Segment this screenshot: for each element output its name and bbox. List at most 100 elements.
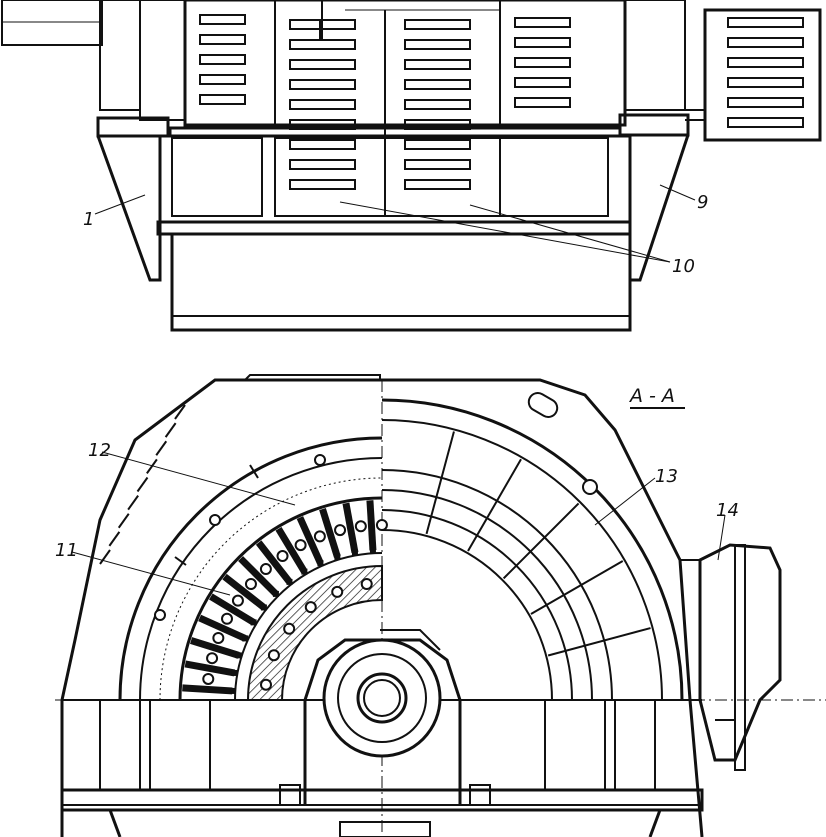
section-view-a-a — [55, 374, 826, 837]
slot-wedge — [235, 652, 242, 659]
slot-wedge — [334, 553, 341, 560]
stator-slot — [222, 573, 267, 611]
stator-core — [178, 496, 388, 701]
slot-bolt — [206, 652, 219, 665]
shaft-left — [1, 0, 186, 121]
casing-right-arcs — [381, 392, 684, 701]
slot-bolt — [202, 672, 215, 685]
cooling-fin — [146, 458, 158, 474]
vent-slot — [404, 39, 471, 50]
vent-slots-center-a — [289, 19, 356, 190]
rim-bolt — [267, 649, 280, 662]
stator-slot — [198, 614, 247, 642]
cooling-fin — [136, 476, 149, 493]
vent-slot — [404, 179, 471, 190]
slot-bolt — [276, 550, 289, 563]
callout-1: 1 — [83, 209, 94, 230]
slot-bolt — [354, 520, 367, 533]
slot-wedge — [242, 635, 249, 642]
callout-10: 10 — [672, 256, 695, 277]
base-frame — [60, 699, 704, 837]
top-elevation-view — [1, 0, 822, 332]
leaders-top — [94, 184, 696, 263]
slot-wedge — [317, 560, 324, 567]
cooling-fin — [127, 495, 139, 511]
stator-slot — [209, 593, 256, 626]
frame-rib — [467, 458, 522, 552]
callout-12: 12 — [88, 440, 111, 461]
vent-slot — [404, 159, 471, 170]
vent-slot — [727, 77, 804, 88]
leaders-section — [71, 407, 726, 596]
slot-bolt — [294, 539, 307, 552]
vent-slot — [727, 37, 804, 48]
cooling-fin — [117, 513, 130, 529]
cooling-fin — [99, 549, 111, 565]
stator-slot — [275, 527, 308, 574]
rim-bolt — [260, 678, 273, 691]
slot-wedge — [250, 619, 257, 626]
terminal-box — [680, 543, 782, 771]
vent-slot — [727, 117, 804, 128]
slot-bolt — [375, 519, 388, 531]
vent-slots-right — [514, 17, 571, 108]
callout-9: 9 — [697, 192, 708, 213]
vent-slot — [404, 19, 471, 30]
casing-left-arcs — [118, 436, 383, 701]
slot-bolt — [221, 612, 234, 625]
vent-slot — [514, 57, 571, 68]
vent-slot — [404, 59, 471, 70]
slot-wedge — [231, 669, 238, 676]
cooling-fin — [108, 531, 121, 547]
slot-wedge — [369, 547, 376, 554]
frame-rib — [547, 627, 651, 657]
vent-slot — [199, 74, 246, 85]
slot-wedge — [229, 687, 236, 694]
outer-frame — [55, 374, 826, 837]
vent-slot — [514, 77, 571, 88]
rotor-rim — [246, 564, 383, 701]
rim-bolt — [331, 585, 344, 598]
vent-slot — [727, 57, 804, 68]
slot-wedge — [286, 578, 293, 585]
slot-bolt — [334, 524, 347, 537]
slot-wedge — [301, 568, 308, 575]
callout-13: 13 — [655, 466, 678, 487]
cooling-fin — [155, 440, 168, 456]
slot-wedge — [260, 604, 267, 611]
vent-slot — [199, 14, 246, 25]
vent-slot — [514, 17, 571, 28]
stator-slot — [319, 508, 341, 558]
stator-slot — [182, 684, 233, 695]
vent-slot — [289, 179, 356, 190]
vent-slot — [199, 34, 246, 45]
vent-slots-center-b — [404, 19, 471, 190]
slot-wedge — [351, 549, 358, 556]
frame-rib — [425, 431, 455, 535]
vent-slot — [289, 139, 356, 150]
vent-slot — [404, 99, 471, 110]
vent-slot — [727, 17, 804, 28]
stator-slot — [190, 637, 240, 659]
vent-slot — [289, 99, 356, 110]
stator-slot — [184, 660, 236, 677]
frame-rib — [530, 560, 624, 615]
slot-bolt — [259, 563, 272, 576]
vent-slot — [199, 94, 246, 105]
callout-11: 11 — [55, 540, 78, 561]
vent-slot — [514, 97, 571, 108]
rim-bolt — [360, 578, 373, 591]
slot-bolt — [244, 578, 257, 591]
slot-bolt — [212, 632, 225, 645]
vent-slots-left — [199, 14, 246, 105]
vent-slots-end-box — [727, 17, 804, 128]
rim-bolt — [283, 622, 296, 635]
stator-slot — [255, 540, 293, 585]
vent-slot — [289, 19, 356, 30]
vent-slot — [727, 97, 804, 108]
cooling-fins — [99, 404, 186, 565]
stator-slot — [342, 502, 359, 554]
vent-slot — [404, 79, 471, 90]
cooling-fin — [174, 404, 186, 420]
